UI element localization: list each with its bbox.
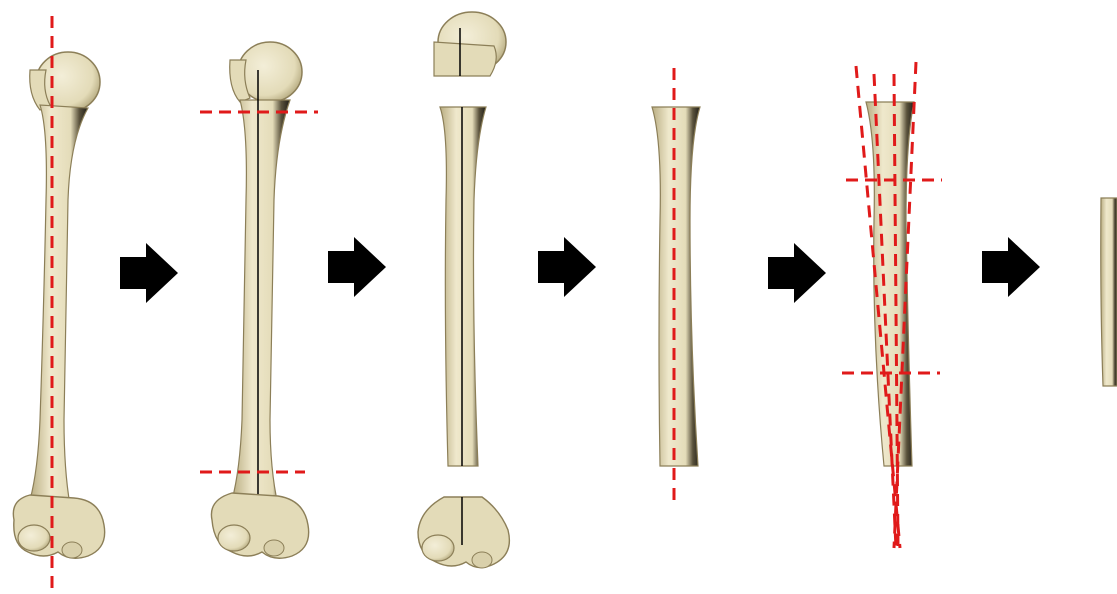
arrow-icon <box>328 237 386 297</box>
bone-icon <box>1101 198 1117 386</box>
step-6-final-segment <box>1101 198 1117 386</box>
bone-icon <box>211 42 308 558</box>
step-5-shaft-with-oblique-axes <box>842 62 942 548</box>
step-3-separated-humerus <box>418 12 509 568</box>
arrow-icon <box>538 237 596 297</box>
arrow-icon <box>768 243 826 303</box>
bone-distal-piece <box>418 497 509 568</box>
arrow-icon <box>120 243 178 303</box>
bone-icon <box>652 107 700 466</box>
bone-shaft-piece <box>440 107 486 466</box>
step-1-full-humerus <box>13 16 104 594</box>
bone-head-piece <box>434 12 506 76</box>
arrow-icon <box>982 237 1040 297</box>
bone-icon <box>13 52 104 558</box>
step-2-humerus-with-cut-lines <box>200 42 318 558</box>
step-4-isolated-shaft <box>652 68 700 500</box>
